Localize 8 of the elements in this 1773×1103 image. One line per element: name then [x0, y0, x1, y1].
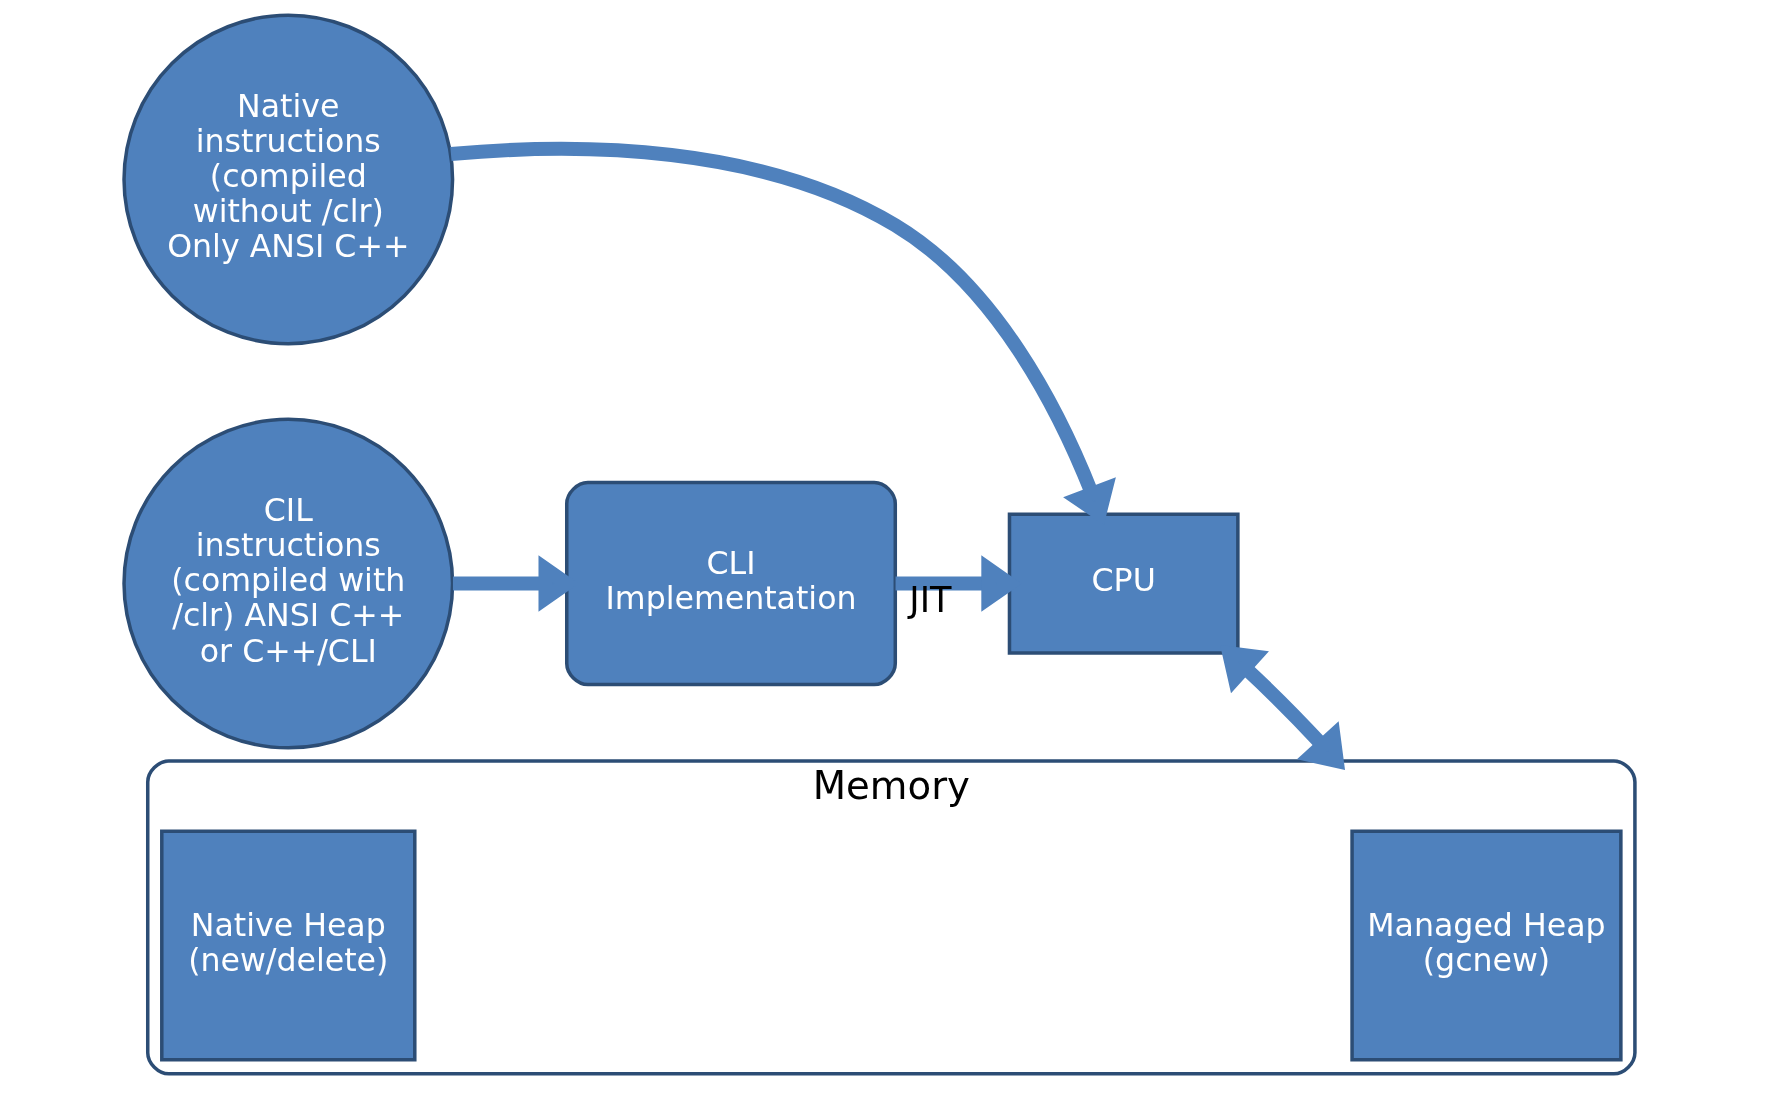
node-box: CPU	[1007, 512, 1240, 655]
node-box: Native Heap (new/delete)	[160, 829, 417, 1062]
edge-label: JIT	[909, 578, 952, 620]
node-box: Managed Heap (gcnew)	[1350, 829, 1623, 1062]
node-box: CLI Implementation	[565, 480, 898, 687]
arrow	[1220, 645, 1345, 771]
node-circle: Native instructions (compiled without /clr) Only ANSI C++	[122, 13, 455, 346]
node-circle: CIL instructions (compiled with /clr) ANSI C++ or C++/CLI	[122, 417, 455, 750]
